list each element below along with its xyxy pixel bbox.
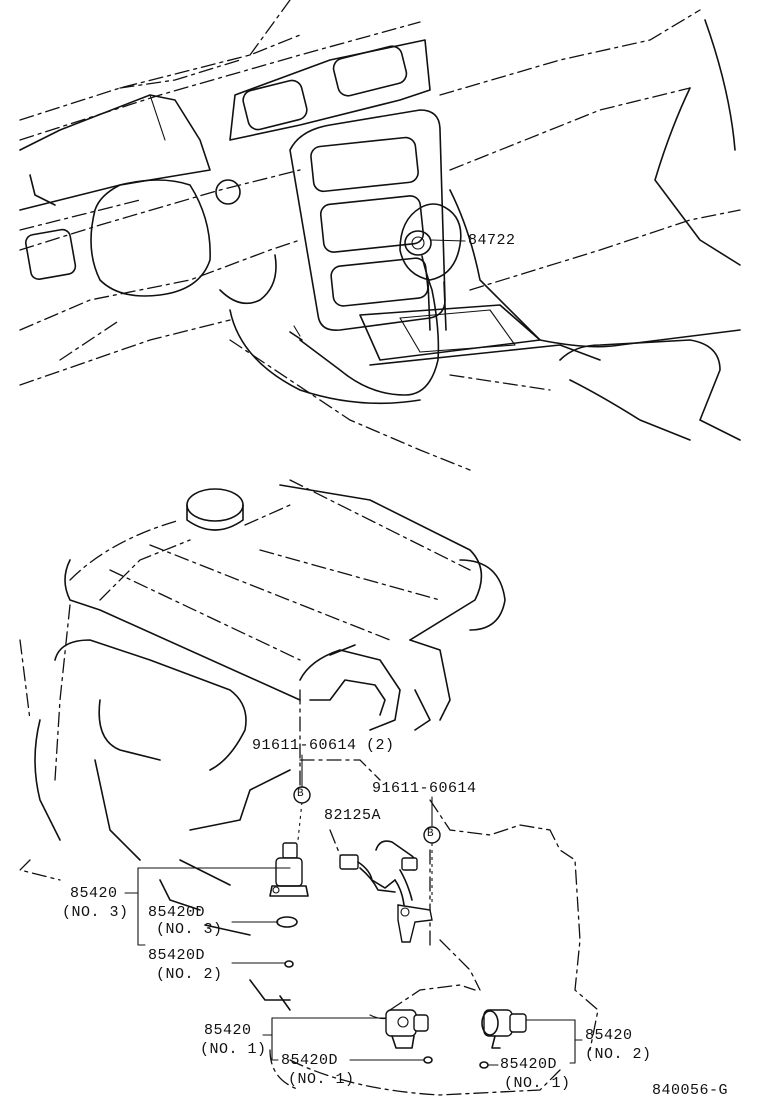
callout-valve-no2-part: 85420: [585, 1027, 633, 1044]
callout-gasket-no3-part: 85420D: [148, 904, 206, 921]
bolt-marker-label-right: B: [427, 828, 435, 840]
engine-block-icon: [18, 479, 599, 1096]
bolt-marker-right: [423, 826, 441, 844]
callout-gasket-no1-left-part: 85420D: [281, 1052, 339, 1069]
callout-gasket-no3-sub: (NO. 3): [156, 921, 223, 938]
callout-gasket-no1-right-part: 85420D: [500, 1056, 558, 1073]
sensor-harness-icon: [339, 840, 433, 943]
callout-valve-no1-sub: (NO. 1): [200, 1041, 267, 1058]
figure-code: 840056-G: [652, 1082, 729, 1099]
o-ring-gasket-icon: [276, 916, 298, 928]
solenoid-valve-icon: [369, 1009, 429, 1049]
callout-valve-no2-sub: (NO. 2): [585, 1046, 652, 1063]
callout-valve-no3-part: 85420: [70, 885, 118, 902]
callout-gasket-no2-part: 85420D: [148, 947, 206, 964]
bolt-leader-upper-dot: [297, 801, 303, 841]
callout-valve-no3-sub: (NO. 3): [62, 904, 129, 921]
dashboard-outline-icon: [19, 0, 741, 471]
callout-84722: 84722: [468, 232, 516, 249]
callout-82125A: 82125A: [324, 807, 382, 824]
o-ring-gasket-icon: [284, 960, 294, 968]
callout-valve-no1-part: 85420: [204, 1022, 252, 1039]
bolt-marker-upper: [293, 786, 311, 804]
callout-bolt-upper: 91611-60614 (2): [252, 737, 395, 754]
solenoid-valve-icon: [269, 842, 309, 897]
callout-bolt-right: 91611-60614: [372, 780, 477, 797]
o-ring-gasket-icon: [423, 1056, 433, 1064]
callout-gasket-no1-left-sub: (NO. 1): [288, 1071, 355, 1088]
o-ring-gasket-icon: [479, 1061, 489, 1069]
callout-gasket-no1-right-sub: (NO. 1): [504, 1075, 571, 1092]
bolt-marker-label-upper: B: [297, 788, 305, 800]
solenoid-valve-icon: [481, 1009, 527, 1049]
callout-gasket-no2-sub: (NO. 2): [156, 966, 223, 983]
shift-knob-switch-icon: [289, 203, 466, 396]
leader-lines: [124, 867, 583, 1066]
